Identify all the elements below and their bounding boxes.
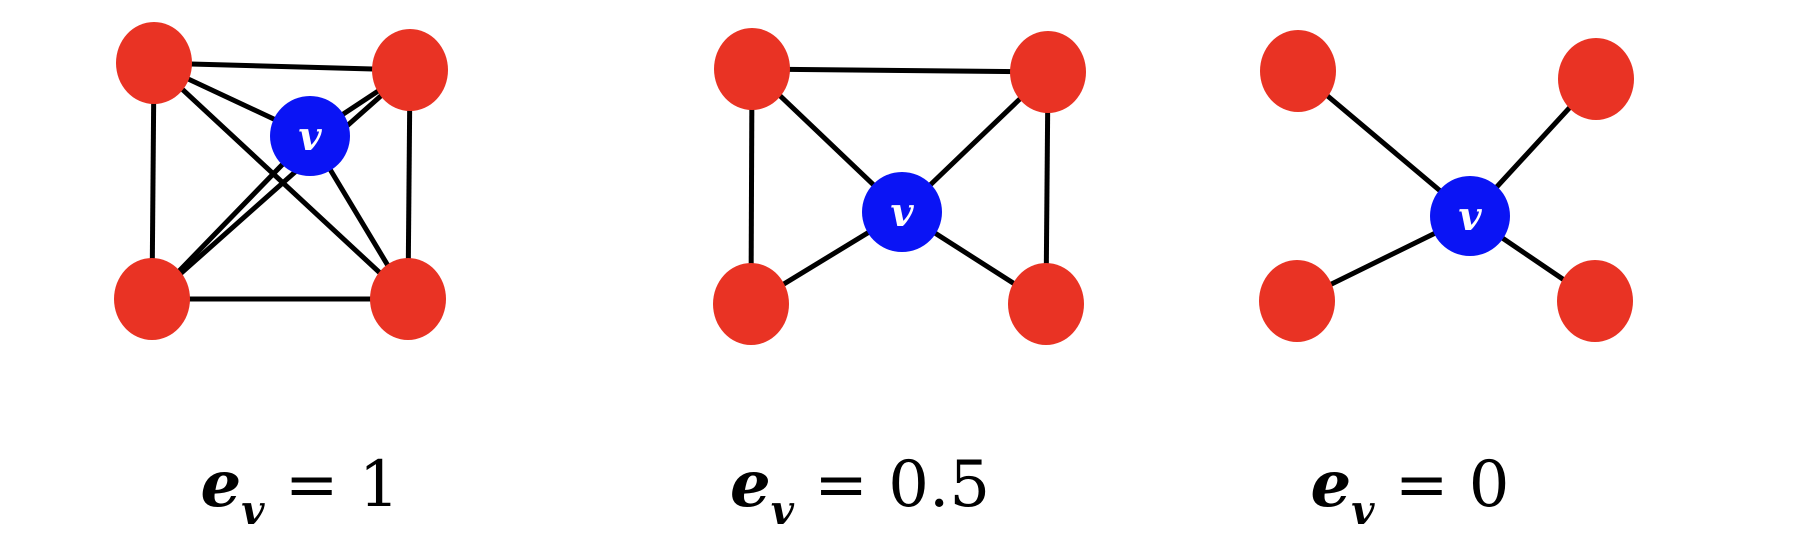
- neighbor-node-tl: [116, 22, 192, 104]
- center-node: [270, 96, 350, 176]
- neighbor-node-br: [370, 258, 446, 340]
- label-value: = 0: [1374, 448, 1510, 522]
- graph-1-label: ev = 1: [150, 440, 450, 534]
- label-subscript: v: [1351, 487, 1375, 534]
- graph-1: v: [114, 22, 448, 340]
- graph-3-label: ev = 0: [1260, 440, 1560, 534]
- center-node-label: v: [890, 189, 914, 236]
- neighbor-node-bl: [114, 258, 190, 340]
- label-subscript: v: [241, 487, 265, 534]
- label-base: e: [729, 447, 771, 522]
- neighbor-node-tl: [1260, 30, 1336, 112]
- neighbor-node-tr: [372, 29, 448, 111]
- edge-tr-bl: [150, 68, 412, 301]
- neighbor-node-br: [1557, 260, 1633, 342]
- label-value: = 1: [264, 448, 400, 522]
- edge-tl-tr: [153, 60, 411, 73]
- graph-3: v: [1259, 30, 1634, 342]
- edge-tl-br: [152, 61, 410, 301]
- neighbor-node-tl: [714, 28, 790, 110]
- label-value: = 0.5: [793, 448, 991, 522]
- center-node-label: v: [298, 113, 322, 160]
- neighbor-node-bl: [1259, 260, 1335, 342]
- edge-tl-tr: [751, 66, 1049, 75]
- center-node: [862, 172, 942, 252]
- neighbor-node-tr: [1010, 31, 1086, 113]
- center-node-label: v: [1458, 193, 1482, 240]
- neighbor-node-bl: [713, 263, 789, 345]
- label-subscript: v: [770, 487, 794, 534]
- center-node: [1430, 176, 1510, 256]
- graph-2: v: [713, 28, 1086, 345]
- neighbor-node-br: [1008, 263, 1084, 345]
- label-base: e: [1310, 447, 1352, 522]
- label-base: e: [200, 447, 242, 522]
- neighbor-node-tr: [1558, 38, 1634, 120]
- graph-2-label: ev = 0.5: [700, 440, 1020, 534]
